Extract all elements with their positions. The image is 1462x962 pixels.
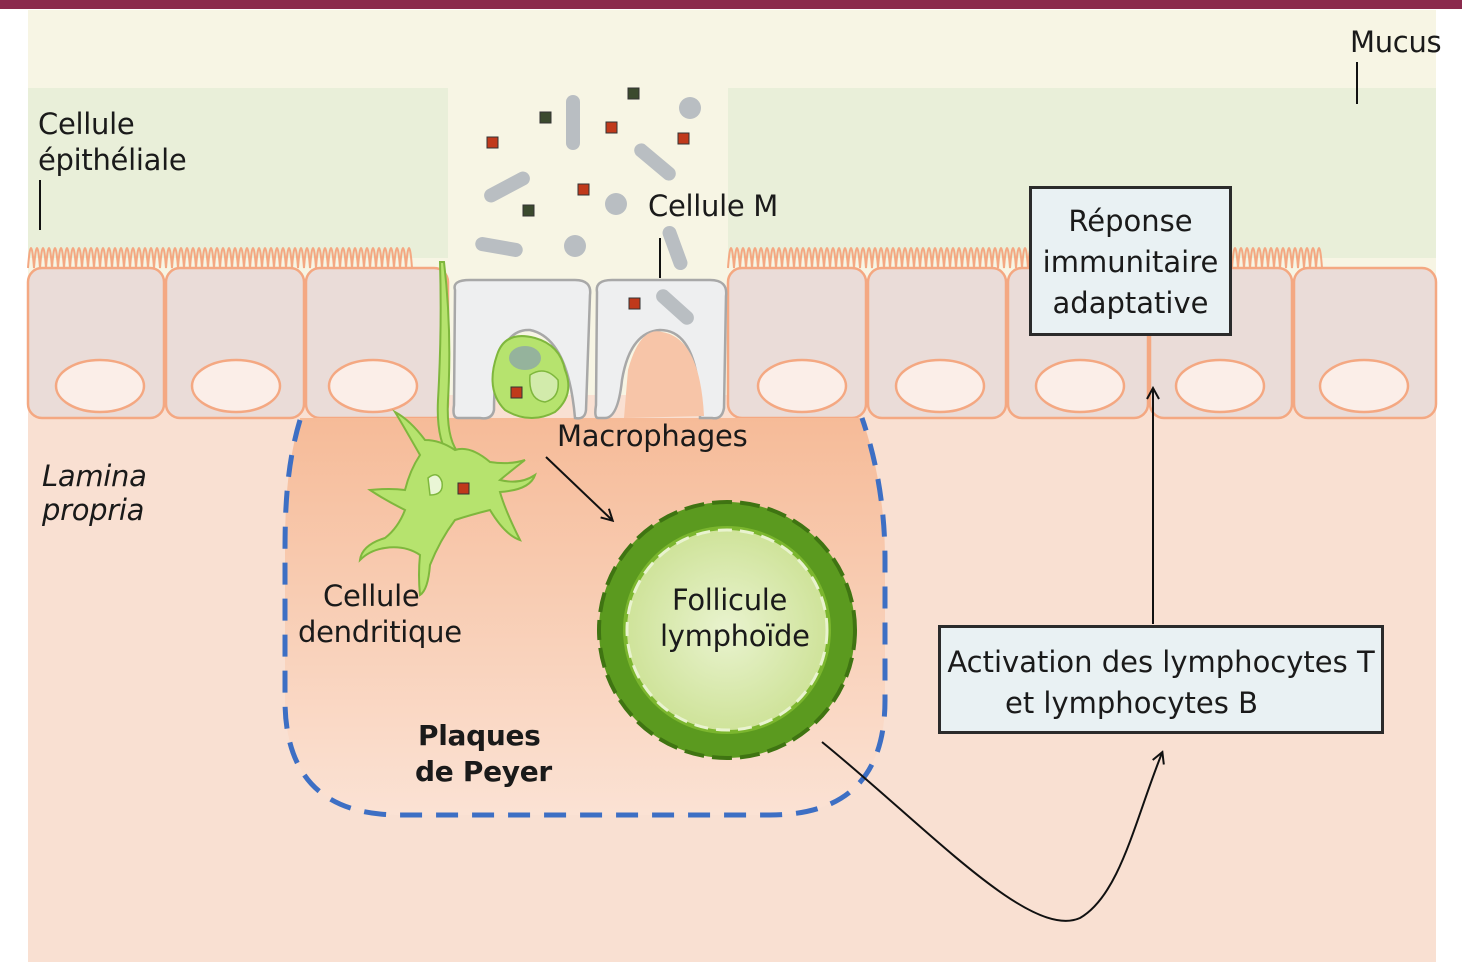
rod-bacterium (484, 171, 530, 203)
coccus-bacterium (564, 235, 586, 257)
antigen-particle (627, 87, 640, 100)
antigen-particle (510, 386, 523, 399)
dendritic-cell (358, 261, 537, 597)
antigen-particles (486, 87, 690, 310)
follicle-center (625, 528, 829, 732)
antigen-particle (539, 111, 552, 124)
coccus-bacterium (679, 97, 701, 119)
antigen-particle (577, 183, 590, 196)
dendritic-cell-label-line1: Cellule (323, 579, 420, 613)
antigen-particle (486, 136, 499, 149)
lamina-propria-label-line1: Lamina (42, 459, 147, 493)
epithelial-cell-label-line2: épithéliale (38, 143, 187, 177)
cell-nucleus (327, 358, 419, 414)
activation-line1: Activation des lymphocytes T (947, 645, 1375, 679)
lamina-propria-label-line2: propria (42, 493, 145, 527)
adaptive-response-line2: immunitaire (1042, 245, 1219, 279)
antigen-particle (522, 204, 535, 217)
adaptive-response-line3: adaptative (1052, 286, 1209, 320)
rod-bacterium (566, 95, 580, 150)
peyers-patch-label-line1: Plaques (418, 719, 541, 752)
m-cell-left (452, 278, 592, 420)
antigen-particle (677, 132, 690, 145)
follicle-label-line2: lymphoïde (660, 619, 810, 653)
rod-bacterium (475, 237, 523, 257)
lymphoid-follicle (597, 500, 857, 760)
m-cell-label: Cellule M (648, 189, 779, 223)
mucus-layer-left (28, 88, 448, 258)
cell-nucleus (54, 358, 146, 414)
cell-nucleus (756, 358, 848, 414)
epithelial-cells-right (726, 266, 1438, 420)
dendritic-cell-body (358, 409, 537, 597)
macrophage-to-follicle-arrow (545, 456, 612, 520)
cell-nucleus (1034, 358, 1126, 414)
adaptive-response-line1: Réponse (1068, 204, 1193, 238)
macrophage-cell (491, 335, 570, 419)
dendritic-cell-label-line2: dendritique (298, 615, 462, 649)
antigen-particle (457, 482, 470, 495)
activation-box: Activation des lymphocytes T et lymphocy… (938, 625, 1384, 734)
m-cell-pocket (624, 331, 704, 418)
antigen-particle (628, 297, 641, 310)
cell-nucleus (1318, 358, 1410, 414)
dendritic-vacuole (427, 474, 443, 496)
follicle-label-line1: Follicule (672, 583, 788, 617)
follicle-to-activation-arrow (821, 741, 1162, 922)
coccus-bacterium (605, 193, 627, 215)
peyers-patch-label-line2: de Peyer (415, 755, 552, 788)
activation-line2: et lymphocytes B (1005, 686, 1258, 720)
epithelial-cell-label-line1: Cellule (38, 107, 135, 141)
cell-nucleus (1174, 358, 1266, 414)
rod-bacterium (662, 225, 688, 271)
epithelial-cells-left (26, 266, 450, 420)
antigen-particle (605, 121, 618, 134)
cell-nucleus (190, 358, 282, 414)
mucus-label: Mucus (1350, 25, 1442, 59)
bacteria-cluster (475, 95, 701, 325)
follicle-dark-border (597, 500, 857, 760)
cell-nucleus (894, 358, 986, 414)
adaptive-response-box: Réponse immunitaire adaptative (1029, 186, 1232, 336)
macrophages-label: Macrophages (557, 419, 748, 453)
macrophage-vacuole (509, 346, 541, 370)
peyers-patch-border (282, 417, 888, 818)
top-band (0, 0, 1462, 9)
rod-bacterium (634, 143, 676, 181)
rod-bacterium (656, 289, 694, 325)
macrophage-nucleus (529, 370, 559, 403)
m-cell-right (594, 278, 728, 420)
